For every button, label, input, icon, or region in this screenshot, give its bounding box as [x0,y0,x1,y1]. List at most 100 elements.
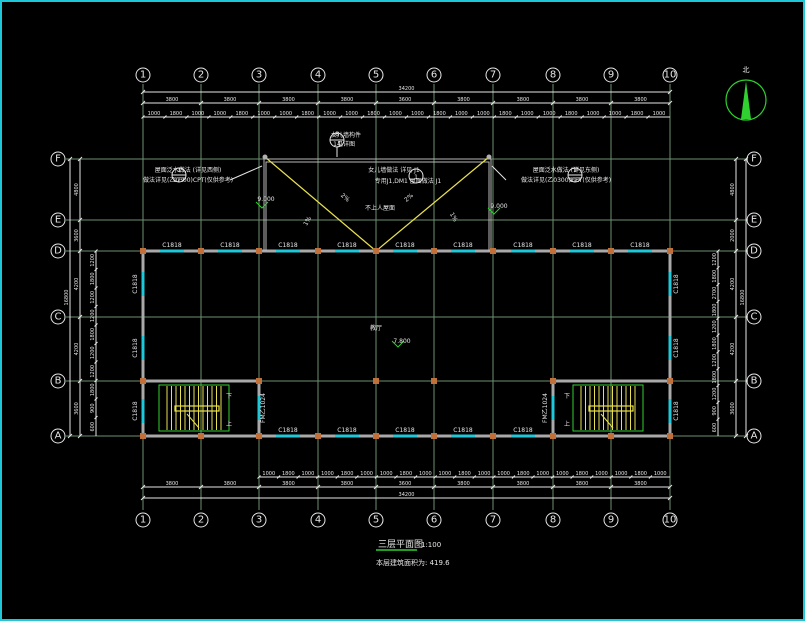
dim-bays-top-text: 3800 [224,97,237,103]
dim-left-outer-text: 4200 [74,278,80,291]
detail-text: 见详图 [337,140,355,148]
axis-label: 2 [198,70,204,81]
axis-label: 8 [550,70,556,81]
axis-bubble [545,67,561,83]
dim-right-outer-text: 4200 [730,343,736,356]
dim-right-outer-tick [733,378,739,384]
dim-left-inner-tick [94,267,98,272]
dim-windows-bottom-text: 1800 [576,471,589,477]
dim-right-inner-text: 1200 [712,320,718,333]
dim-windows-bottom-tick [315,475,320,479]
dim-windows-top-tick [316,115,321,119]
dim-windows-top-text: 1800 [433,111,446,117]
dim-windows-bottom-tick [413,475,418,479]
dim-bays-bottom-tick [608,484,614,490]
dim-right-total-text: 16800 [740,290,746,306]
dim-left-inner-tick [94,378,98,383]
axis-bubble [746,243,762,259]
window-label: C1818 [337,242,357,249]
slope-label: 2% [339,192,351,204]
axis-bubble [746,373,762,389]
detail-sheet: 077 [173,177,185,184]
dim-bays-top-tick [431,100,437,106]
detail-text: 女儿墙构件 [331,131,361,139]
dim-left-outer-tick [77,217,83,223]
dim-windows-bottom-text: 1800 [341,471,354,477]
stair-down-label: 下 [226,393,232,400]
dim-windows-top-text: 1000 [213,111,226,117]
dim-left-inner-text: 900 [90,403,96,413]
dim-windows-top-tick [207,115,211,119]
axis-label: B [55,376,62,387]
detail-text: 屋面泛水做法 (详见西侧) [155,166,222,174]
stair-left-arrow [186,413,200,429]
dim-bays-top-text: 3800 [634,97,647,103]
elevation-right: 9.000 [490,203,507,210]
dim-bays-bottom-tick [315,484,321,490]
dim-bays-top-tick [490,100,496,106]
dim-windows-top-text: 1000 [521,111,534,117]
dim-right-inner-text: 1800 [712,303,718,316]
dim-windows-bottom-tick [296,475,300,479]
axis-bubble [426,512,442,528]
axis-bubble [746,428,762,444]
dim-overall-bottom-tick [667,495,673,501]
dim-right-inner-tick [716,249,720,253]
axis-label: 9 [608,70,614,81]
dim-left-inner-text: 1800 [90,383,96,396]
columns [140,248,673,439]
column [315,433,321,439]
column [256,433,262,439]
column [431,378,437,384]
dim-bays-top-text: 3600 [399,97,412,103]
window-label: C1818 [162,242,182,249]
dim-windows-top-tick [448,115,453,119]
column [490,248,496,254]
slope-label: 2% [403,192,415,204]
column [140,248,146,254]
column [550,433,556,439]
dim-bays-bottom-text: 3800 [576,481,589,487]
dim-bays-bottom-text: 3800 [457,481,470,487]
dim-windows-top-text: 1800 [170,111,183,117]
drain-right [486,154,492,160]
dim-right-inner-tick [716,316,720,321]
window-label: C1818 [132,338,139,358]
dim-windows-top-tick [163,115,167,119]
hall-label: 教厅 [370,324,382,332]
dim-bays-top-tick [667,100,673,106]
axis-bubble [50,212,66,228]
axis-label: 5 [373,515,379,526]
dim-left-inner-text: 1200 [90,254,96,267]
dim-right-inner-text: 1800 [712,270,718,283]
dim-left-inner-tick [94,341,98,346]
dim-windows-bottom-tick [589,475,594,479]
dim-bays-bottom-tick [256,484,262,490]
dim-left-outer-text: 3600 [74,402,80,415]
detail-number: 1 [573,167,577,174]
dim-windows-bottom-tick [433,475,437,479]
dim-right-outer-tick [733,433,739,439]
dim-left-total-tick [67,433,73,439]
dim-windows-bottom-text: 1800 [458,471,471,477]
dim-windows-bottom-tick [355,475,359,479]
dim-left-outer-tick [77,378,83,384]
dim-windows-bottom-tick [374,475,379,479]
dim-bays-bottom-text: 3800 [517,481,530,487]
dim-windows-bottom-tick [570,475,574,479]
dim-windows-bottom-text: 1000 [615,471,628,477]
axis-label: 8 [550,515,556,526]
dim-windows-top-tick [580,115,585,119]
axis-bubble [50,243,66,259]
axis-label: A [751,431,758,442]
dim-windows-top-text: 1800 [235,111,248,117]
axis-label: C [751,312,758,323]
dim-left-outer-text: 3600 [74,229,80,242]
axis-bubble [50,373,66,389]
axis-bubble [135,67,151,83]
window-label: C1818 [513,427,533,434]
dim-windows-top-text: 1800 [499,111,512,117]
detail-number: 8 [335,131,339,138]
dim-overall-top-text: 34200 [399,86,415,92]
